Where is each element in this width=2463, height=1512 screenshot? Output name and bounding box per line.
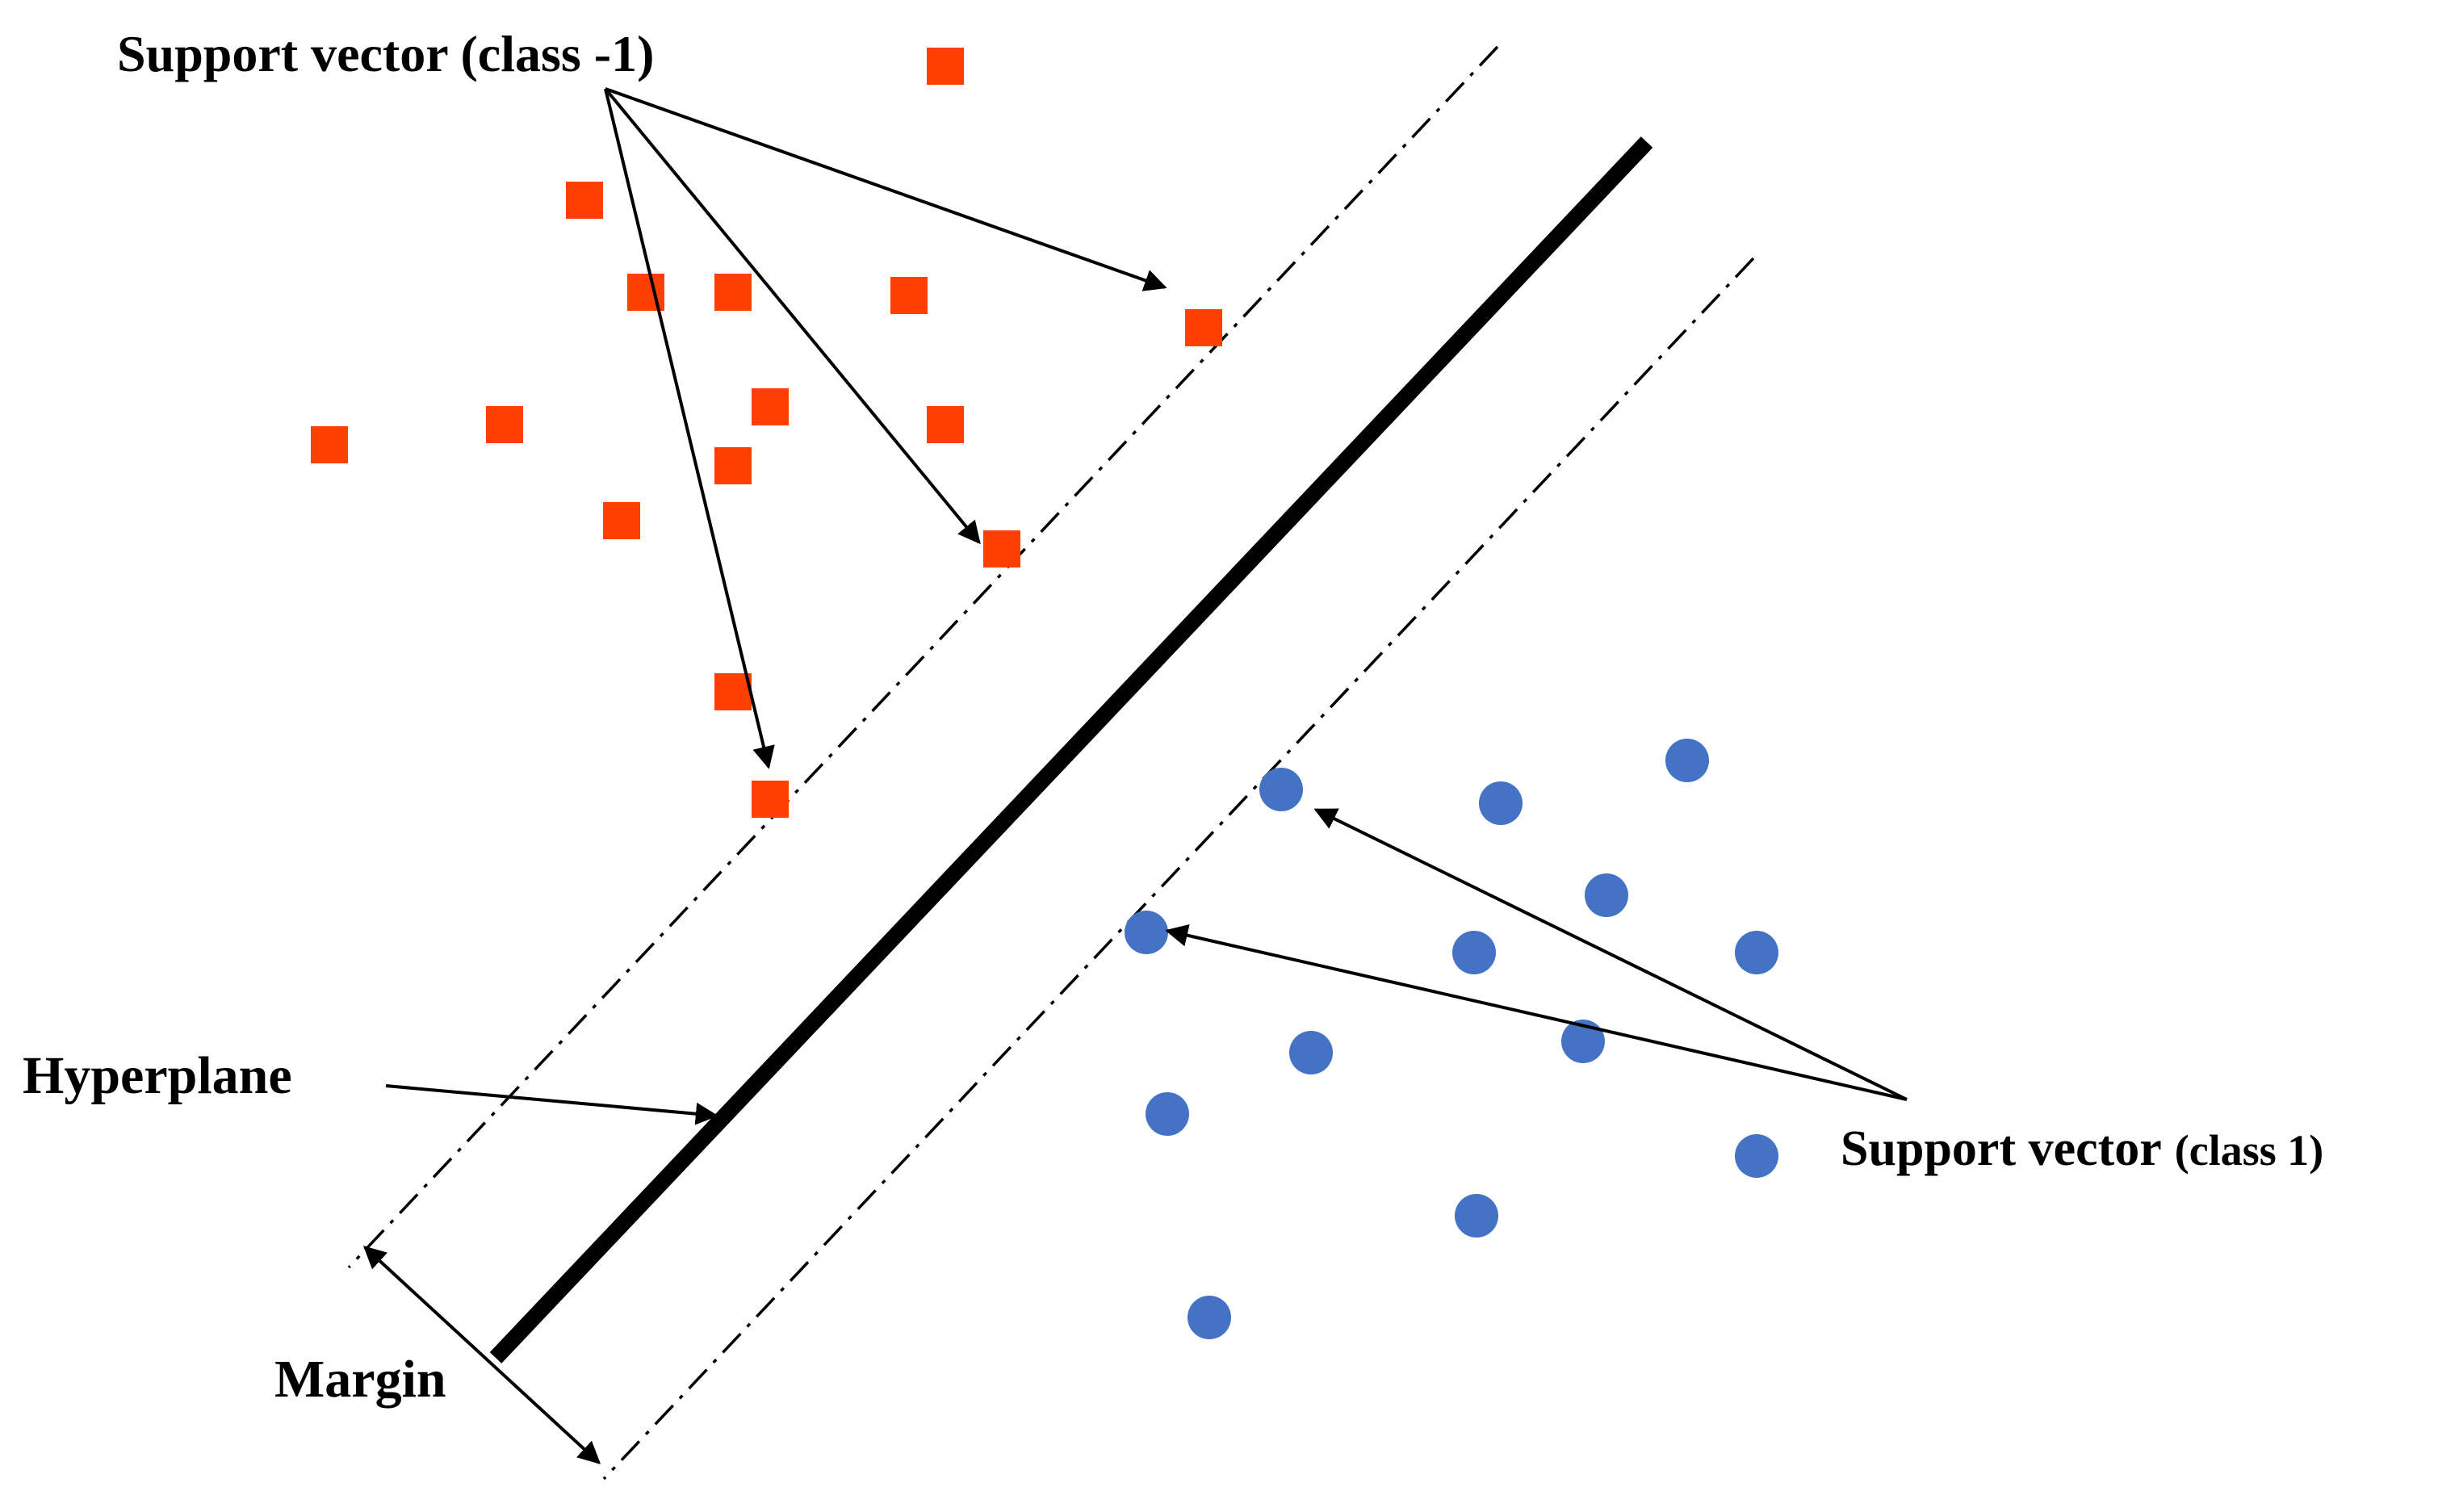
class-neg-point	[566, 182, 603, 219]
class-neg-point	[752, 781, 789, 818]
class-pos-point	[1125, 911, 1168, 954]
class-neg-point	[927, 48, 964, 85]
arrow	[1165, 924, 1908, 1101]
hyperplane-line	[489, 136, 1653, 1363]
class-neg-point	[714, 673, 752, 710]
class-neg-point	[983, 530, 1020, 568]
arrow	[604, 88, 775, 769]
margin-line-class-neg	[347, 45, 1499, 1269]
class-pos-point	[1146, 1092, 1189, 1136]
class-pos-point	[1561, 1020, 1605, 1063]
support-pos-label: Support vector (class 1)	[1841, 1121, 2323, 1176]
support-neg-label: Support vector (class -1)	[117, 25, 654, 82]
support-neg-arrows	[604, 87, 1167, 769]
class-neg-point	[486, 406, 523, 443]
class-neg-point	[752, 388, 789, 425]
class-pos-point	[1289, 1031, 1333, 1074]
margin-label: Margin	[274, 1350, 446, 1409]
class-pos-point	[1479, 781, 1523, 825]
support-pos-label-main: Support vector	[1841, 1121, 2162, 1176]
class-pos-point	[1452, 931, 1496, 974]
class-pos-point	[1665, 739, 1709, 782]
class-pos-point	[1455, 1194, 1498, 1238]
hyperplane-arrow	[385, 1084, 718, 1125]
class-pos-point	[1735, 931, 1778, 974]
class-neg-point	[603, 502, 640, 539]
class-neg-point	[1185, 309, 1222, 346]
class-pos-point	[1735, 1134, 1778, 1178]
margin-arrow	[362, 1246, 601, 1464]
class-pos-points	[1125, 739, 1778, 1339]
margin-line-class-pos	[602, 257, 1755, 1481]
support-pos-label-class: (class 1)	[2175, 1126, 2323, 1175]
arrow	[604, 87, 981, 545]
class-neg-point	[927, 406, 964, 443]
class-neg-point	[714, 447, 752, 484]
arrow	[1313, 808, 1908, 1101]
class-pos-point	[1259, 768, 1303, 811]
arrow	[605, 87, 1167, 291]
class-pos-point	[1585, 873, 1628, 917]
support-pos-arrows	[1165, 808, 1908, 1101]
class-neg-point	[311, 426, 348, 463]
hyperplane-label: Hyperplane	[23, 1046, 292, 1105]
class-neg-points	[311, 48, 1222, 818]
class-neg-point	[890, 277, 928, 314]
class-neg-point	[714, 274, 752, 311]
class-pos-point	[1188, 1296, 1231, 1339]
